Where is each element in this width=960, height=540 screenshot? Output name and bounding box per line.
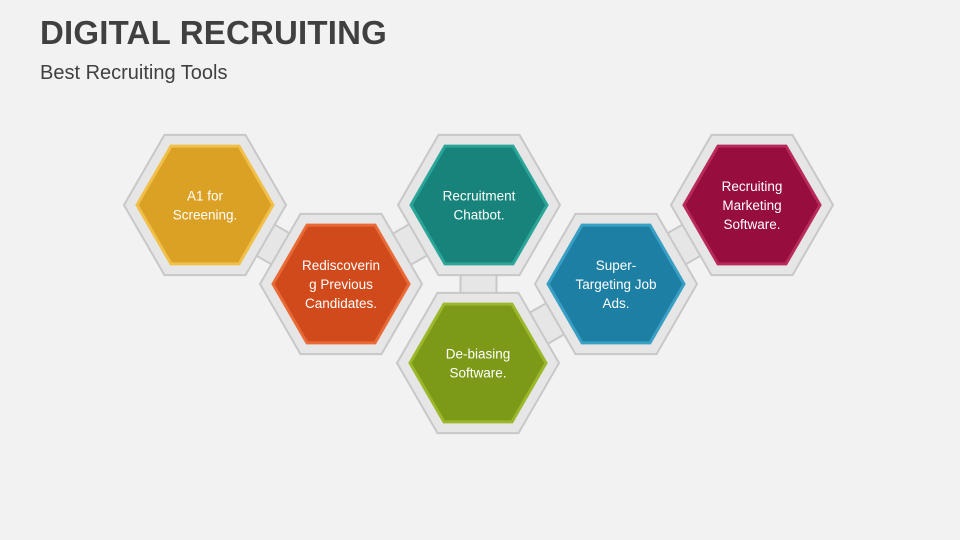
hexagon-label: Recruiting: [722, 179, 783, 194]
hexagon-label: g Previous: [309, 277, 373, 292]
hexagon-label: Super-: [596, 258, 637, 273]
page-title: DIGITAL RECRUITING: [40, 14, 388, 51]
hexagon-shape: [408, 302, 548, 424]
hexagon-shape: [135, 144, 275, 266]
hexagon-label: Marketing: [722, 198, 781, 213]
hexagon-label: Chatbot.: [453, 208, 504, 223]
hexagon-label: Candidates.: [305, 296, 377, 311]
hexagon-label: Software.: [723, 217, 780, 232]
hexagon-label: Software.: [449, 366, 506, 381]
hexagon-label: Rediscoverin: [302, 258, 380, 273]
hexagon-shape: [409, 144, 549, 266]
page-subtitle: Best Recruiting Tools: [40, 62, 228, 84]
hexagon-label: Targeting Job: [575, 277, 656, 292]
hexagon-shape: [271, 223, 411, 345]
hexagon-shape: [682, 144, 822, 266]
hexagon-label: A1 for: [187, 189, 224, 204]
hexagon-label: De-biasing: [446, 347, 511, 362]
hexagon-label: Recruitment: [443, 189, 516, 204]
hexagon-label: Ads.: [602, 296, 629, 311]
hexagon-label: Screening.: [173, 208, 238, 223]
hexagon-shape: [546, 223, 686, 345]
